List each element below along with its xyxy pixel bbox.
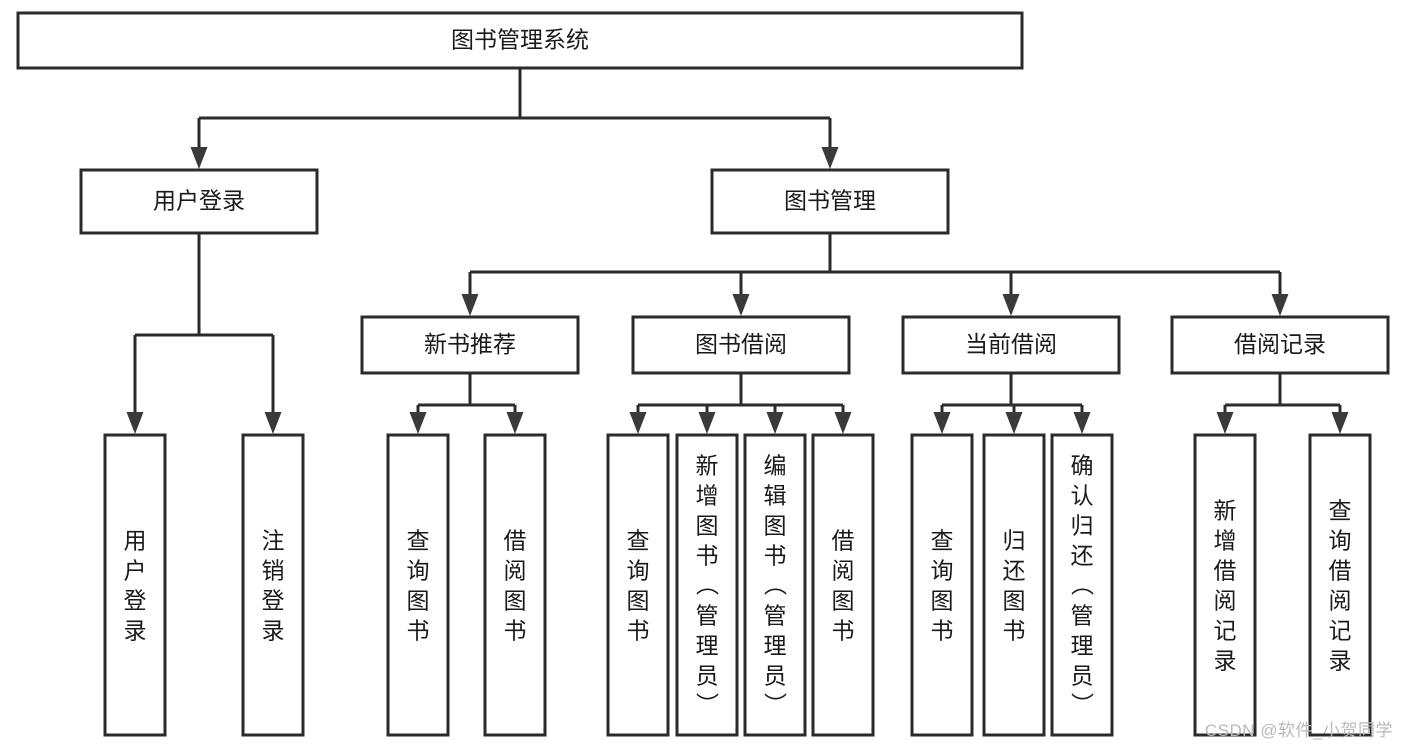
node-box[interactable] [483, 433, 547, 737]
node-label: 归还图书 [1003, 527, 1026, 643]
node-box[interactable] [103, 433, 167, 737]
node-l2-record[interactable]: 借阅记录 [1170, 315, 1390, 375]
node-l3-c4[interactable]: 借阅图书 [811, 433, 875, 737]
node-box[interactable] [631, 315, 851, 375]
node-box[interactable] [710, 168, 950, 235]
node-l3-c3[interactable]: 编辑图书（管理员） [743, 433, 807, 737]
arrow-head-icon [834, 412, 852, 434]
node-label: 确认归还（管理员） [1071, 452, 1095, 718]
arrow-head-icon [1216, 412, 1234, 434]
node-l2-newbook[interactable]: 新书推荐 [360, 315, 580, 375]
node-box[interactable] [386, 433, 450, 737]
node-l3-e1[interactable]: 新增借阅记录 [1193, 433, 1257, 737]
arrow-head-icon [1073, 412, 1091, 434]
node-label: 用户登录 [153, 188, 245, 214]
arrow-head-icon [1271, 294, 1289, 316]
node-box[interactable] [743, 433, 807, 737]
node-label: 查询图书 [627, 527, 650, 643]
node-l3-a1[interactable]: 用户登录 [103, 433, 167, 737]
node-l3-d2[interactable]: 归还图书 [982, 433, 1046, 737]
arrow-head-icon [1005, 412, 1023, 434]
node-l3-e2[interactable]: 查询借阅记录 [1308, 433, 1372, 737]
node-label: 图书管理系统 [451, 27, 589, 53]
arrow-head-icon [766, 412, 784, 434]
node-label: 当前借阅 [965, 331, 1057, 357]
node-l3-a2[interactable]: 注销登录 [241, 433, 305, 737]
node-label: 用户登录 [124, 527, 147, 643]
node-box[interactable] [901, 315, 1121, 375]
node-label: 编辑图书（管理员） [764, 452, 788, 718]
node-label: 借阅图书 [832, 527, 855, 643]
connector-layer [126, 68, 1349, 434]
node-l2-borrow[interactable]: 图书借阅 [631, 315, 851, 375]
node-label: 新书推荐 [424, 331, 516, 357]
node-box[interactable] [910, 433, 974, 737]
arrow-head-icon [506, 412, 524, 434]
node-root[interactable]: 图书管理系统 [16, 11, 1024, 70]
node-box[interactable] [1050, 433, 1114, 737]
arrow-head-icon [1002, 294, 1020, 316]
node-l3-b2[interactable]: 借阅图书 [483, 433, 547, 737]
arrow-head-icon [126, 412, 144, 434]
node-label: 查询图书 [407, 527, 430, 643]
arrow-head-icon [1331, 412, 1349, 434]
node-l3-c2[interactable]: 新增图书（管理员） [675, 433, 739, 737]
node-box[interactable] [79, 168, 319, 235]
node-box[interactable] [606, 433, 670, 737]
arrow-head-icon [409, 412, 427, 434]
node-box[interactable] [675, 433, 739, 737]
node-label: 新增借阅记录 [1214, 497, 1237, 673]
node-l1-book[interactable]: 图书管理 [710, 168, 950, 235]
node-box[interactable] [1170, 315, 1390, 375]
node-label: 新增图书（管理员） [696, 452, 720, 718]
node-label: 借阅图书 [504, 527, 527, 643]
node-box[interactable] [360, 315, 580, 375]
arrow-head-icon [264, 412, 282, 434]
arrow-head-icon [629, 412, 647, 434]
node-label: 借阅记录 [1234, 331, 1326, 357]
arrow-head-icon [461, 294, 479, 316]
node-l3-c1[interactable]: 查询图书 [606, 433, 670, 737]
arrow-head-icon [933, 412, 951, 434]
node-layer: 图书管理系统用户登录图书管理新书推荐图书借阅当前借阅借阅记录用户登录注销登录查询… [16, 11, 1390, 737]
node-box[interactable] [16, 11, 1024, 70]
node-l1-user[interactable]: 用户登录 [79, 168, 319, 235]
node-label: 查询借阅记录 [1329, 497, 1352, 673]
node-box[interactable] [811, 433, 875, 737]
node-box[interactable] [241, 433, 305, 737]
arrow-head-icon [698, 412, 716, 434]
node-box[interactable] [1193, 433, 1257, 737]
node-l3-d3[interactable]: 确认归还（管理员） [1050, 433, 1114, 737]
node-box[interactable] [982, 433, 1046, 737]
node-label: 注销登录 [262, 527, 285, 643]
node-l3-d1[interactable]: 查询图书 [910, 433, 974, 737]
node-label: 查询图书 [931, 527, 954, 643]
arrow-head-icon [821, 147, 839, 169]
arrow-head-icon [732, 294, 750, 316]
node-l3-b1[interactable]: 查询图书 [386, 433, 450, 737]
node-box[interactable] [1308, 433, 1372, 737]
node-l2-current[interactable]: 当前借阅 [901, 315, 1121, 375]
arrow-head-icon [190, 147, 208, 169]
node-label: 图书借阅 [695, 331, 787, 357]
node-label: 图书管理 [784, 188, 876, 214]
